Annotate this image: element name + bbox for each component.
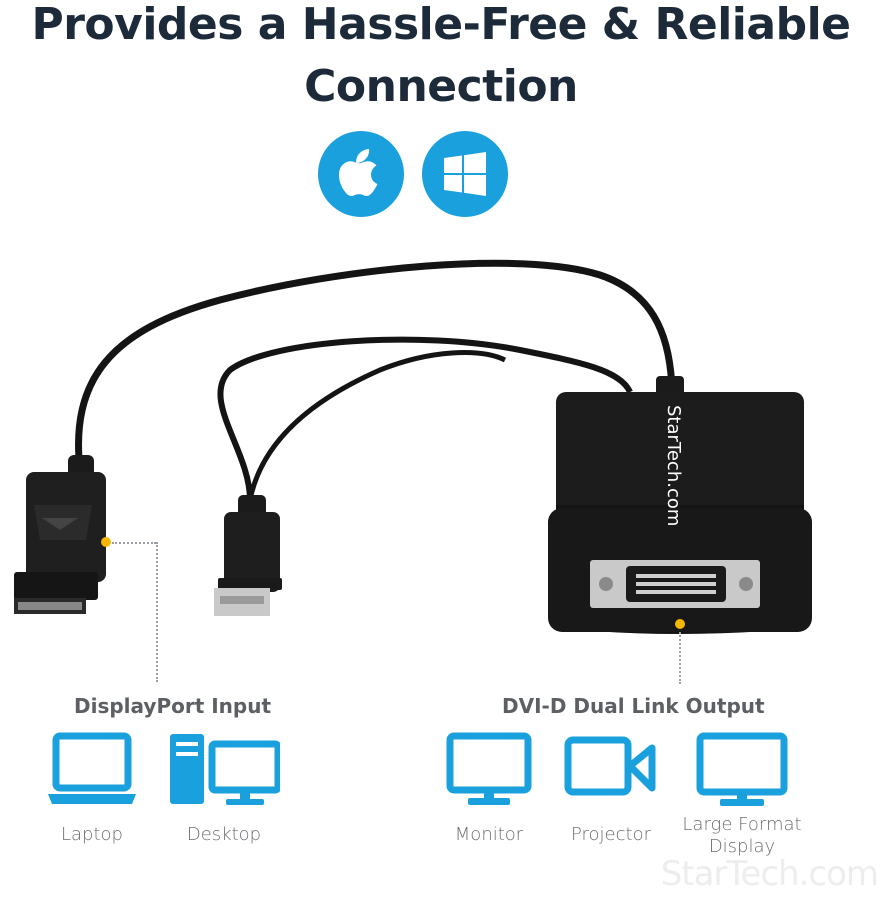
output-section-title: DVI-D Dual Link Output: [502, 694, 765, 718]
large-display-label-line-2: Display: [708, 836, 776, 857]
headline: Provides a Hassle-Free & Reliable Connec…: [0, 0, 882, 118]
displayport-connector: [14, 455, 106, 614]
adapter-brand-text: StarTech.com: [663, 405, 684, 526]
apple-badge: [318, 131, 404, 217]
displayport-cable: [75, 259, 676, 471]
windows-badge: [422, 131, 508, 217]
desktop-label: Desktop: [186, 824, 262, 845]
large-display-label-line-1: Large Format: [682, 814, 802, 835]
projector-icon: [564, 736, 656, 796]
headline-line-1: Provides a Hassle-Free & Reliable: [31, 0, 851, 50]
output-callout-dot: [675, 619, 685, 629]
output-callout-line-v: [679, 632, 681, 684]
adapter-product-image: StarTech.com: [14, 259, 812, 634]
usb-connector: [214, 495, 282, 616]
desktop-icon: [170, 734, 280, 805]
projector-label: Projector: [571, 824, 651, 845]
laptop-label: Laptop: [61, 824, 123, 845]
input-section-title: DisplayPort Input: [74, 694, 272, 718]
input-callout-line-h: [112, 542, 156, 544]
headline-line-2: Connection: [304, 61, 578, 112]
monitor-label: Monitor: [454, 824, 524, 845]
windows-logo-icon: [444, 152, 486, 196]
usb-cable-loop: [247, 350, 507, 501]
apple-logo-icon: [338, 149, 378, 196]
usb-cable: [217, 336, 633, 501]
input-callout-dot: [101, 537, 111, 547]
monitor-icon: [446, 732, 532, 805]
large-display-label: Large Format Display: [672, 814, 812, 858]
adapter-box: [548, 376, 812, 634]
input-callout-line-v: [156, 542, 158, 682]
laptop-icon: [48, 732, 136, 804]
watermark-logo: StarTech.com: [660, 854, 879, 894]
large-display-icon: [696, 732, 788, 806]
